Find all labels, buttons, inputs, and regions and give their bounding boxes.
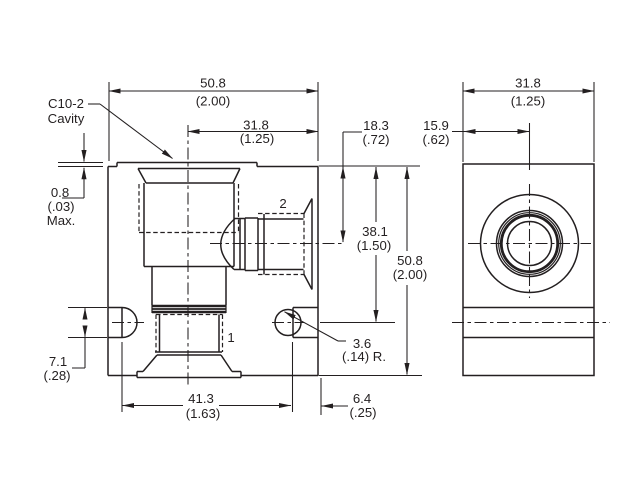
dimension-graphics <box>58 82 595 415</box>
dim-slot-edge-mm: 6.4 <box>353 391 371 406</box>
dim-port-offset-in: (1.25) <box>240 131 274 146</box>
dim-slot-spacing-mm: 41.3 <box>188 391 214 406</box>
dim-port-offset-mm: 31.8 <box>243 118 269 133</box>
dim-flange-in: (.03) <box>47 199 74 214</box>
dim-slot-radius-mm: 3.6 <box>353 336 371 351</box>
dim-side-width-mm: 31.8 <box>515 76 541 91</box>
dim-side-center-in: (.62) <box>422 132 449 147</box>
dim-slot-spacing-in: (1.63) <box>186 406 220 421</box>
cartridge-body <box>137 167 241 305</box>
port2-label: 2 <box>279 196 286 211</box>
dim-slot-edge-in: (.25) <box>349 405 376 420</box>
annotation-text: 50.8 (2.00) 31.8 (1.25) 18.3 (.72) 15.9 … <box>43 76 545 422</box>
cavity-label-line2: Cavity <box>48 111 85 126</box>
cavity-label-line1: C10-2 <box>48 96 84 111</box>
front-body-outline <box>107 165 319 377</box>
dim-port2-depth-mm: 18.3 <box>363 118 389 133</box>
front-view <box>107 125 345 385</box>
dim-slot-center-in: (1.50) <box>357 238 391 253</box>
side-view <box>452 163 610 377</box>
dim-overall-width-in: (2.00) <box>196 94 230 109</box>
side-centerlines <box>452 184 610 324</box>
dim-slot-height-mm: 7.1 <box>49 354 67 369</box>
hidden-cavity-lines <box>138 184 305 352</box>
dim-port2-depth-in: (.72) <box>362 132 389 147</box>
dim-flange-max: Max. <box>47 213 76 228</box>
dim-slot-center-mm: 38.1 <box>362 224 388 239</box>
dim-slot-height-in: (.28) <box>43 368 70 383</box>
dim-flange-mm: 0.8 <box>51 185 69 200</box>
port1-neck <box>136 314 242 379</box>
port1-label: 1 <box>227 330 234 345</box>
cartridge-top-flange <box>116 161 258 167</box>
dim-slot-radius-in: (.14) R. <box>342 349 386 364</box>
seal-band <box>151 304 227 314</box>
dim-overall-height-mm: 50.8 <box>397 253 423 268</box>
dim-side-center-mm: 15.9 <box>423 118 449 133</box>
dim-overall-width-mm: 50.8 <box>200 76 226 91</box>
side-body-outline <box>462 163 595 377</box>
front-centerlines <box>112 125 345 385</box>
dim-overall-height-in: (2.00) <box>393 267 427 282</box>
dim-side-width-in: (1.25) <box>511 94 545 109</box>
